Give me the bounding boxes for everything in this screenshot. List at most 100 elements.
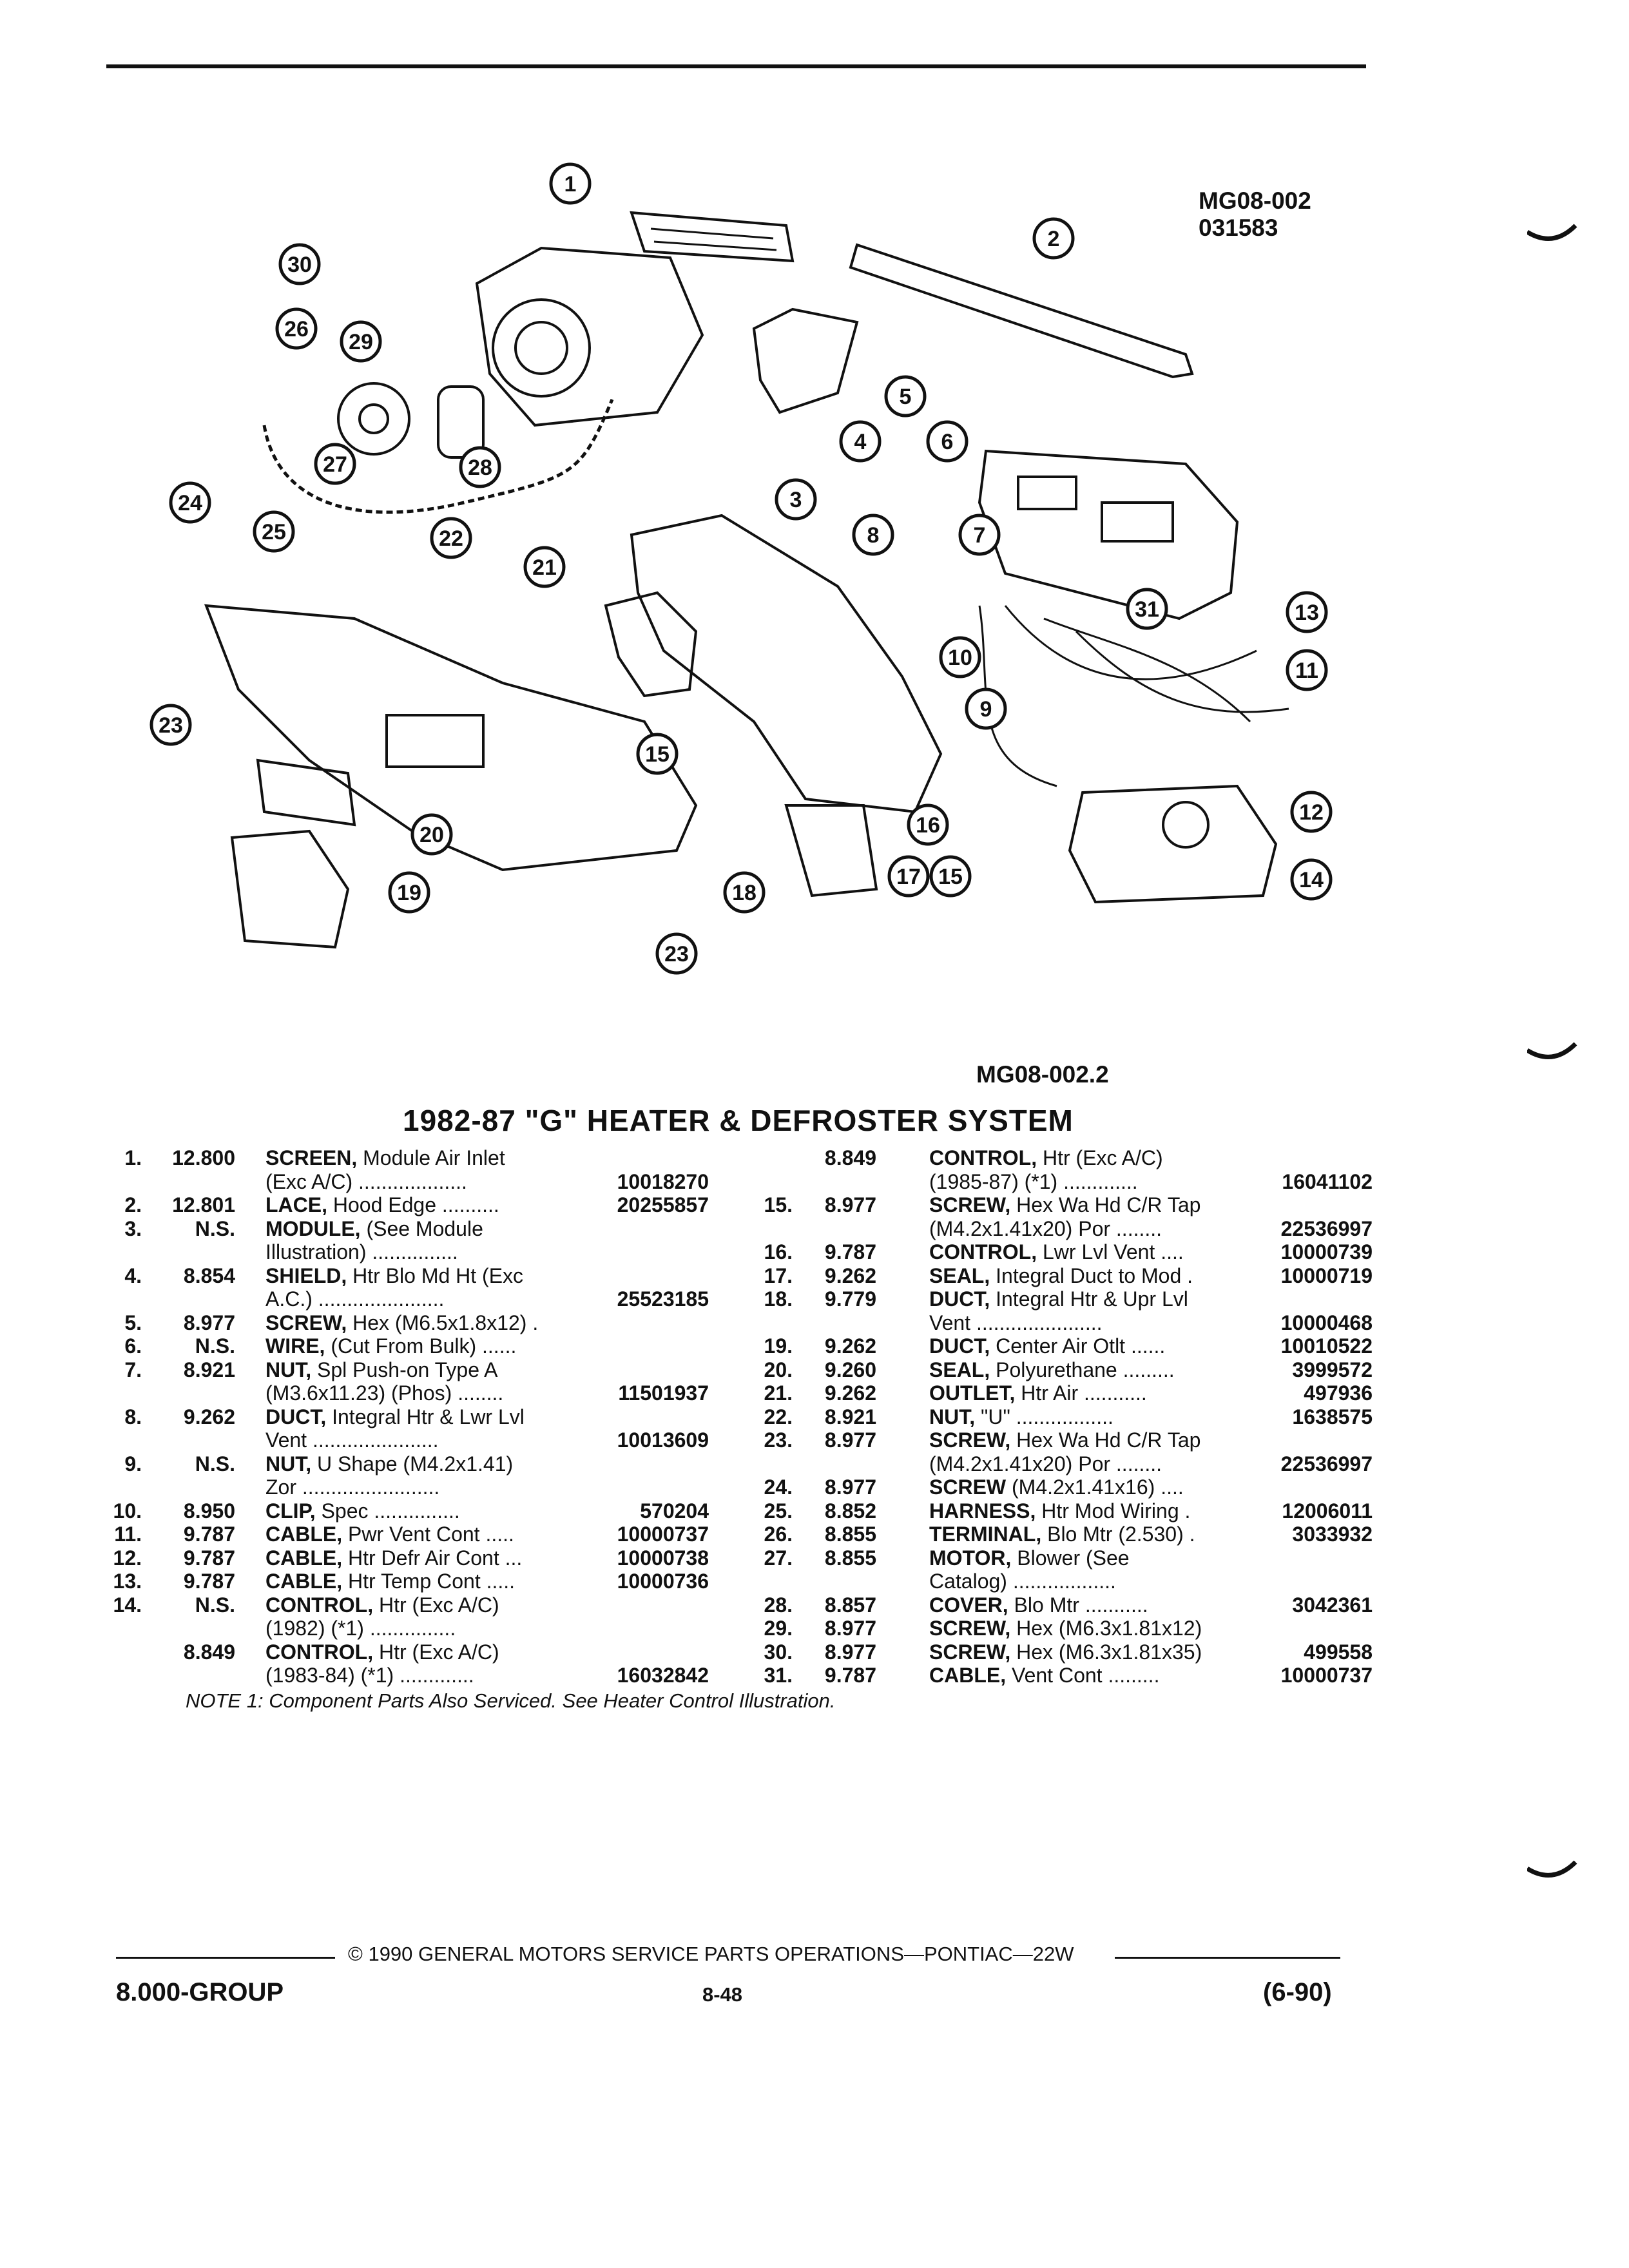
part-row: A.C.) ......................25523185 [265,1287,709,1311]
svg-text:17: 17 [896,865,921,889]
center-air-outlet [230,829,350,949]
part-row: (M3.6x11.23) (Phos) ........11501937 [265,1381,709,1405]
binder-mark-icon [1527,1860,1577,1878]
svg-text:7: 7 [974,523,986,548]
module-air-inlet-screen [630,211,795,263]
svg-text:13: 13 [1295,601,1319,625]
svg-text:10: 10 [948,646,972,670]
svg-text:1: 1 [564,172,577,197]
group-label: 8.000-GROUP [116,1978,284,2006]
binder-mark-icon [1527,1042,1577,1059]
binder-mark-icon [1527,224,1577,241]
footnote: NOTE 1: Component Parts Also Serviced. S… [186,1689,836,1712]
drawing-code: MG08-002 [1199,187,1311,214]
svg-text:21: 21 [532,555,557,580]
control-cables [978,605,1289,787]
part-row: 3.N.S.MODULE, (See Module [124,1216,483,1240]
svg-text:8: 8 [867,523,880,548]
svg-text:18: 18 [732,881,757,905]
part-row: Vent ......................10000468 [929,1311,1373,1334]
svg-text:3: 3 [790,488,802,512]
svg-text:25: 25 [262,520,286,544]
part-row: Vent ......................10013609 [265,1428,709,1452]
heater-control [1068,784,1278,904]
svg-text:15: 15 [938,865,963,889]
hood-edge-lace [849,243,1194,379]
revision-date: (6-90) [1263,1978,1332,2006]
svg-text:19: 19 [397,881,421,905]
part-row: (M4.2x1.41x20) Por ........22536997 [929,1216,1373,1240]
svg-text:23: 23 [159,713,183,738]
polyurethane-seal [256,758,356,827]
page-number: 8-48 [702,1983,743,2006]
part-row: (1985-87) (*1) .............16041102 [929,1169,1373,1193]
blower-cover [437,385,485,459]
svg-text:11: 11 [1295,658,1318,683]
svg-text:12: 12 [1299,800,1324,825]
svg-text:15: 15 [645,742,670,767]
top-rule [106,64,1366,68]
part-row: 14.N.S.CONTROL, Htr (Exc A/C) [113,1593,499,1617]
part-row: 6.N.S.WIRE, (Cut From Bulk) ...... [124,1334,517,1358]
callout-circles: 1 2 3 4 5 6 7 8 9 10 11 12 13 14 15 15 1… [149,162,1333,975]
part-row: (Exc A/C) ...................10018270 [265,1169,709,1193]
part-row: (1982) (*1) ............... [265,1617,456,1640]
part-row: (M4.2x1.41x20) Por ........22536997 [929,1452,1373,1475]
footer-rule-left [116,1957,335,1959]
blower-motor [337,382,410,456]
footer-rule-right [1115,1957,1340,1959]
section-title: 1982-87 "G" HEATER & DEFROSTER SYSTEM [403,1104,1074,1137]
part-row: Catalog) .................. [929,1570,1116,1593]
center-air-outlet-duct [204,604,698,872]
heater-defroster-exploded-diagram: 1 2 3 4 5 6 7 8 9 10 11 12 13 14 15 15 1… [149,162,1333,975]
svg-text:14: 14 [1299,868,1324,892]
svg-text:6: 6 [941,430,954,454]
svg-text:29: 29 [349,330,373,354]
blower-shield [752,307,859,414]
wiring-harness [262,399,614,514]
svg-text:20: 20 [419,823,444,847]
svg-text:31: 31 [1135,597,1159,622]
heater-lower-vent-duct [630,514,943,814]
drawing-date: 031583 [1199,215,1278,241]
heater-air-outlet [604,591,698,698]
heater-module [475,246,704,427]
copyright-line: © 1990 GENERAL MOTORS SERVICE PARTS OPER… [348,1943,1074,1965]
svg-text:27: 27 [323,452,347,477]
svg-text:5: 5 [900,385,912,409]
svg-text:9: 9 [980,697,992,722]
svg-text:26: 26 [284,317,309,341]
illustration-code: MG08-002.2 [976,1061,1109,1088]
svg-text:30: 30 [287,253,312,277]
part-row: Zor ........................ [265,1475,440,1499]
